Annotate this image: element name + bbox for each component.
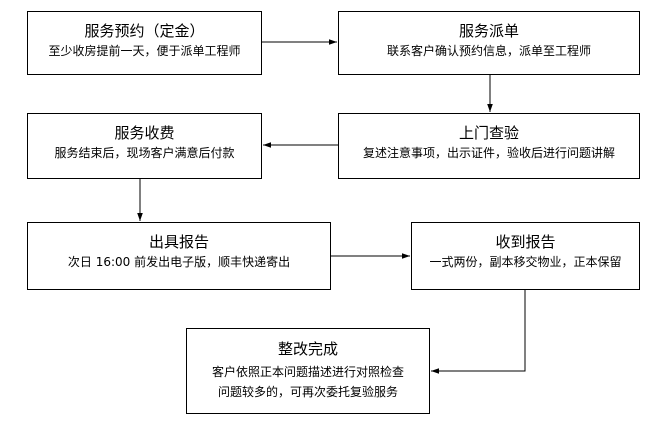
- step-title: 整改完成: [277, 340, 338, 358]
- step-description: 服务结束后，现场客户满意后付款: [54, 146, 235, 160]
- step-title: 上门查验: [458, 124, 519, 142]
- step-title: 服务收费: [114, 124, 175, 142]
- step-description: 次日 16:00 前发出电子版，顺丰快递寄出: [67, 255, 291, 269]
- step-service-dispatch: 服务派单 联系客户确认预约信息，派单至工程师: [338, 11, 640, 75]
- step-service-booking: 服务预约（定金） 至少收房提前一天，便于派单工程师: [27, 11, 262, 75]
- step-issue-report: 出具报告 次日 16:00 前发出电子版，顺丰快递寄出: [27, 222, 331, 290]
- step-description-line-1: 客户依照正本问题描述进行对照检查: [211, 365, 404, 379]
- step-title: 服务预约（定金）: [84, 22, 205, 40]
- step-description-line-2: 问题较多的，可再次委托复验服务: [217, 385, 398, 399]
- step-description: 一式两份，副本移交物业，正本保留: [429, 255, 622, 269]
- step-rectification-complete: 整改完成 客户依照正本问题描述进行对照检查 问题较多的，可再次委托复验服务: [186, 328, 430, 414]
- step-description: 复述注意事项，出示证件，验收后进行问题讲解: [362, 146, 615, 160]
- step-receive-report: 收到报告 一式两份，副本移交物业，正本保留: [411, 222, 640, 290]
- step-service-charge: 服务收费 服务结束后，现场客户满意后付款: [27, 113, 262, 179]
- step-title: 出具报告: [148, 233, 209, 251]
- step-description: 至少收房提前一天，便于派单工程师: [48, 44, 241, 58]
- step-title: 收到报告: [495, 233, 556, 251]
- step-title: 服务派单: [458, 22, 519, 40]
- arrow-receive-to-rectification: [431, 290, 526, 374]
- step-description: 联系客户确认预约信息，派单至工程师: [386, 44, 591, 58]
- step-onsite-inspection: 上门查验 复述注意事项，出示证件，验收后进行问题讲解: [338, 113, 640, 179]
